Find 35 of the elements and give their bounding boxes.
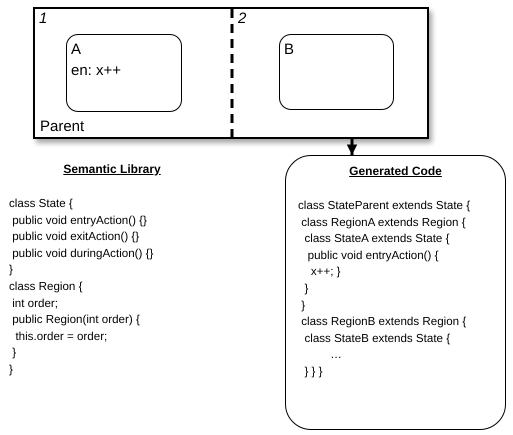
code-line: public void entryAction() { — [306, 248, 440, 264]
region-number: 1 — [39, 10, 48, 27]
state-box — [279, 34, 394, 110]
code-line: int order; — [11, 296, 59, 312]
region-number: 2 — [238, 10, 246, 27]
state-box — [66, 34, 182, 112]
state-name: A — [71, 40, 82, 60]
code-line: } — [303, 280, 310, 297]
parent-state-box — [33, 7, 429, 139]
code-line: this.order = order; — [14, 328, 108, 345]
code-line: public void exitAction() {} — [11, 229, 140, 246]
code-line: class RegionA extends Region { — [300, 214, 467, 231]
code-line: public Region(int order) { — [11, 312, 141, 328]
code-line: class StateParent extends State { — [298, 198, 472, 214]
code-line: } — [9, 262, 14, 278]
code-line: } — [11, 345, 18, 362]
entry-action: en: x++ — [71, 61, 122, 81]
state-name: B — [284, 40, 296, 60]
code-line: public void duringAction() {} — [11, 246, 154, 262]
code-line: class State { — [9, 196, 74, 212]
arrow — [346, 139, 358, 155]
section-heading: Semantic Library — [62, 162, 162, 176]
state-name: Parent — [40, 118, 84, 135]
code-line: class StateA extends State { — [303, 231, 450, 248]
code-line: … — [329, 347, 343, 364]
section-heading: Generated Code — [348, 164, 443, 178]
code-line: class StateB extends State { — [303, 330, 452, 347]
code-line: class RegionB extends Region { — [300, 314, 468, 330]
code-line: x++; } — [310, 264, 342, 280]
code-line: public void entryAction() {} — [11, 212, 148, 229]
code-panel — [285, 155, 506, 430]
code-line: class Region { — [9, 278, 84, 295]
code-line: } } } — [303, 364, 324, 380]
code-line: } — [9, 362, 14, 378]
code-line: } — [300, 298, 306, 314]
